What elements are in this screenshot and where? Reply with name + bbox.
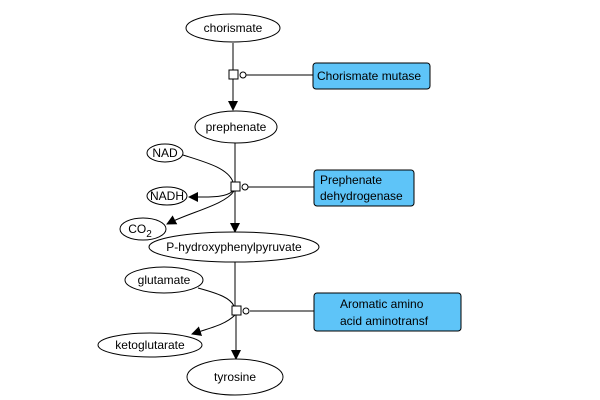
catalysis-marker-2 bbox=[241, 183, 249, 191]
edge-r2-to-nadh bbox=[188, 190, 234, 203]
metabolite-label: NADH bbox=[150, 189, 184, 203]
metabolite-ketoglutarate[interactable]: ketoglutarate bbox=[97, 332, 203, 358]
edge-glutamate-to-r3 bbox=[197, 287, 235, 307]
edge-r2-to-co2 bbox=[166, 190, 235, 225]
metabolite-label: P-hydroxyphenylpyruvate bbox=[166, 240, 302, 254]
metabolite-label: CO bbox=[128, 222, 146, 236]
metabolite-label: chorismate bbox=[204, 21, 263, 35]
catalysis-marker-3 bbox=[242, 307, 250, 315]
svg-text:CO2: CO2 bbox=[128, 222, 152, 240]
metabolite-tyrosine[interactable]: tyrosine bbox=[186, 358, 284, 396]
edge-r3-to-ketoglutarate bbox=[191, 314, 236, 336]
reaction-node-1[interactable] bbox=[228, 69, 239, 80]
metabolite-label: glutamate bbox=[138, 273, 191, 287]
metabolite-p-hydroxyphenylpyruvate[interactable]: P-hydroxyphenylpyruvate bbox=[148, 231, 320, 263]
metabolite-label-subscript: 2 bbox=[146, 229, 152, 240]
metabolite-nadh[interactable]: NADH bbox=[146, 186, 188, 206]
enzyme-prephenate-dehydrogenase[interactable]: Prephenate dehydrogenase bbox=[313, 169, 415, 207]
enzyme-label-line1: Prephenate bbox=[320, 173, 382, 187]
metabolite-glutamate[interactable]: glutamate bbox=[124, 266, 204, 294]
enzyme-label-line2: acid aminotransf bbox=[340, 314, 429, 328]
metabolite-co2[interactable]: CO2 bbox=[119, 217, 167, 241]
enzyme-chorismate-mutase[interactable]: Chorismate mutase bbox=[312, 62, 431, 90]
metabolite-nad[interactable]: NAD bbox=[146, 143, 184, 163]
metabolite-label: prephenate bbox=[206, 120, 267, 134]
enzyme-aromatic-amino-acid-aminotransferase[interactable]: Aromatic amino acid aminotransf bbox=[313, 292, 462, 332]
metabolite-label: tyrosine bbox=[214, 370, 256, 384]
edge-nad-to-r2 bbox=[182, 154, 234, 183]
enzyme-label: Chorismate mutase bbox=[317, 69, 421, 83]
enzyme-label-line1: Aromatic amino bbox=[340, 297, 424, 311]
catalysis-marker-1 bbox=[239, 71, 247, 79]
reaction-node-2[interactable] bbox=[230, 181, 241, 192]
enzyme-label-line2: dehydrogenase bbox=[320, 189, 403, 203]
reaction-node-3[interactable] bbox=[231, 305, 242, 316]
metabolite-label: ketoglutarate bbox=[115, 338, 185, 352]
metabolite-chorismate[interactable]: chorismate bbox=[185, 13, 281, 43]
metabolite-label: NAD bbox=[152, 146, 178, 160]
metabolite-prephenate[interactable]: prephenate bbox=[194, 110, 278, 144]
